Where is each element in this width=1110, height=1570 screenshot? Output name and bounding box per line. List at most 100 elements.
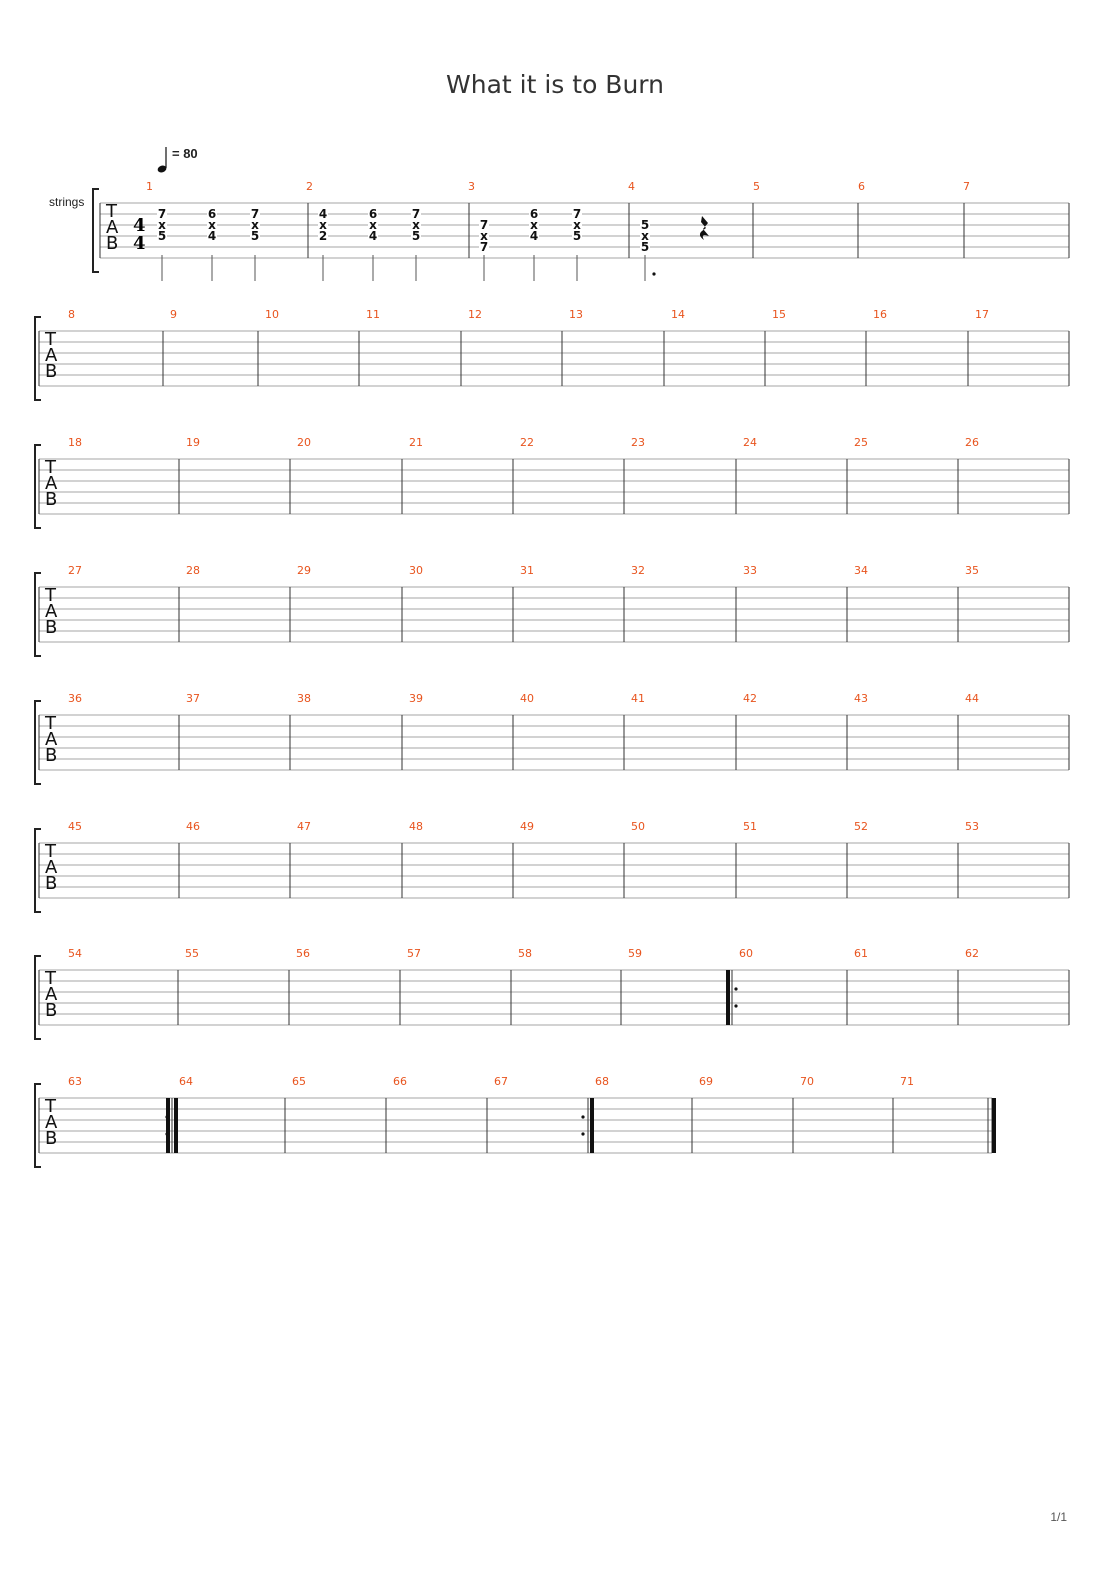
fret-number: 2 [319, 229, 327, 243]
bar-number: 44 [965, 692, 979, 705]
bar-number: 2 [306, 180, 313, 193]
fret-bg [318, 220, 328, 231]
repeat-dot [734, 1004, 738, 1008]
bar-number: 68 [595, 1075, 609, 1088]
tab-clef-letter: A [45, 473, 58, 494]
dead-note: x [251, 218, 259, 232]
dead-note: x [530, 218, 538, 232]
quarter-note-icon [157, 165, 167, 173]
bar-number: 7 [963, 180, 970, 193]
dead-note: x [641, 229, 649, 243]
bar-number: 65 [292, 1075, 306, 1088]
bar-number: 3 [468, 180, 475, 193]
fret-bg [411, 209, 421, 220]
bar-number: 22 [520, 436, 534, 449]
bar-number: 21 [409, 436, 423, 449]
fret-number: 6 [530, 207, 538, 221]
tab-clef-letter: A [45, 601, 58, 622]
fret-bg [157, 231, 167, 242]
bar-number: 67 [494, 1075, 508, 1088]
bar-number: 40 [520, 692, 534, 705]
fret-bg [250, 231, 260, 242]
tab-clef-letter: T [44, 585, 57, 606]
tab-clef-letter: T [44, 713, 57, 734]
dead-note: x [412, 218, 420, 232]
bar-number: 28 [186, 564, 200, 577]
tab-clef-letter: B [45, 617, 57, 638]
bar-number: 33 [743, 564, 757, 577]
fret-bg [479, 231, 489, 242]
bar-number: 24 [743, 436, 757, 449]
dead-note: x [480, 229, 488, 243]
bar-number: 60 [739, 947, 753, 960]
tab-clef-letter: T [44, 968, 57, 989]
bar-number: 45 [68, 820, 82, 833]
repeat-dot [581, 1132, 585, 1136]
system-bracket [34, 1083, 41, 1168]
bar-number: 50 [631, 820, 645, 833]
time-signature-bottom: 4 [133, 233, 146, 254]
fret-bg [479, 242, 489, 253]
fret-bg [572, 231, 582, 242]
dead-note: x [573, 218, 581, 232]
tab-clef-letter: B [45, 489, 57, 510]
system-bracket [34, 316, 41, 401]
bar-number: 39 [409, 692, 423, 705]
dead-note: x [158, 218, 166, 232]
tab-clef-letter: A [45, 729, 58, 750]
bar-number: 54 [68, 947, 82, 960]
bar-number: 69 [699, 1075, 713, 1088]
bar-number: 41 [631, 692, 645, 705]
system-bracket [34, 955, 41, 1040]
bar-number: 30 [409, 564, 423, 577]
bar-number: 64 [179, 1075, 193, 1088]
page-number: 1/1 [1050, 1510, 1067, 1524]
tab-clef-letter: T [44, 329, 57, 350]
tab-clef-letter: T [105, 201, 118, 222]
bar-number: 57 [407, 947, 421, 960]
tab-clef-letter: B [45, 1000, 57, 1021]
fret-number: 5 [573, 229, 581, 243]
fret-bg [157, 209, 167, 220]
dead-note: x [208, 218, 216, 232]
bar-number: 20 [297, 436, 311, 449]
bar-number: 15 [772, 308, 786, 321]
tab-clef-letter: A [45, 984, 58, 1005]
bar-number: 8 [68, 308, 75, 321]
fret-bg [368, 220, 378, 231]
repeat-start-thick [726, 970, 730, 1025]
bar-number: 52 [854, 820, 868, 833]
bar-number: 61 [854, 947, 868, 960]
bar-number: 56 [296, 947, 310, 960]
fret-number: 5 [412, 229, 420, 243]
fret-number: 5 [641, 218, 649, 232]
system-bracket [34, 444, 41, 529]
fret-bg [250, 209, 260, 220]
tab-clef-letter: B [45, 745, 57, 766]
repeat-end-thick [174, 1098, 178, 1153]
fret-bg [318, 209, 328, 220]
fret-bg [250, 220, 260, 231]
fret-bg [640, 242, 650, 253]
fret-number: 6 [369, 207, 377, 221]
bar-number: 35 [965, 564, 979, 577]
tab-clef-letter: B [45, 873, 57, 894]
final-barline [992, 1098, 996, 1153]
dead-note: x [369, 218, 377, 232]
fret-bg [529, 209, 539, 220]
repeat-dot [165, 1115, 169, 1119]
fret-bg [640, 220, 650, 231]
bar-number: 17 [975, 308, 989, 321]
bar-number: 1 [146, 180, 153, 193]
fret-bg [368, 209, 378, 220]
repeat-start-thick [166, 1098, 170, 1153]
fret-bg [157, 220, 167, 231]
repeat-end-thick [590, 1098, 594, 1153]
fret-number: 5 [158, 229, 166, 243]
fret-bg [572, 220, 582, 231]
bar-number: 55 [185, 947, 199, 960]
fret-bg [640, 231, 650, 242]
quarter-rest-icon [699, 216, 709, 240]
tab-clef-letter: A [106, 217, 119, 238]
